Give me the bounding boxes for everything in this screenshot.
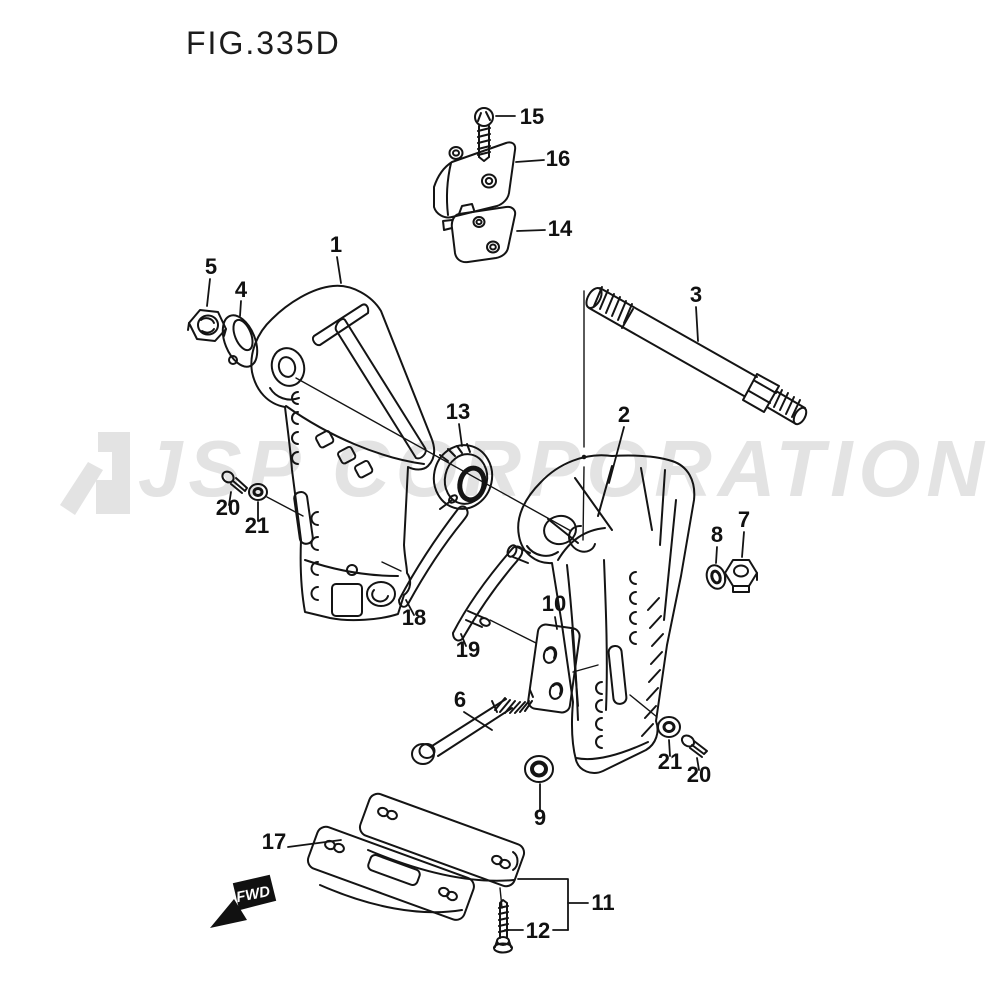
part-callout-5: 5 [205, 254, 217, 279]
part-bracket-16 [433, 141, 517, 219]
part-callout-1: 1 [330, 232, 342, 257]
part-plate-17 [306, 825, 475, 921]
part-clamp-bracket-1 [250, 284, 436, 622]
part-callout-13: 13 [446, 399, 470, 424]
part-callout-6: 6 [454, 687, 466, 712]
part-rod-19 [452, 545, 524, 642]
part-washer-9 [524, 755, 554, 783]
part-callout-12: 12 [526, 918, 550, 943]
part-callout-20: 20 [687, 762, 711, 787]
part-callout-11: 11 [591, 890, 614, 915]
part-callout-15: 15 [520, 104, 544, 129]
part-callout-9: 9 [534, 805, 546, 830]
part-callout-3: 3 [690, 282, 702, 307]
part-callout-21: 21 [658, 749, 682, 774]
fwd-arrowhead [210, 899, 247, 928]
part-bushing-13 [432, 443, 494, 510]
part-nut-7 [724, 559, 758, 593]
part-bolt-6 [411, 689, 534, 765]
part-callout-2: 2 [618, 402, 630, 427]
figure-title: FIG.335D [186, 25, 341, 61]
part-callout-4: 4 [235, 277, 248, 302]
part-screw-20-left [221, 470, 248, 494]
part-washer-21-left [248, 483, 268, 501]
part-nut-5 [187, 309, 227, 342]
part-callout-21: 21 [245, 513, 269, 538]
fwd-flag-body [232, 874, 277, 911]
fwd-direction-flag: FWD [210, 874, 277, 928]
part-callout-7: 7 [738, 507, 750, 532]
part-plate-11 [358, 792, 526, 888]
part-bracket-14 [442, 203, 517, 264]
watermark-logo-mark [60, 462, 103, 515]
part-callout-14: 14 [548, 216, 573, 241]
part-callout-20: 20 [216, 495, 240, 520]
watermark-logo-mark [96, 432, 130, 514]
part-callout-10: 10 [542, 591, 566, 616]
fwd-label: FWD [235, 883, 272, 906]
part-screw-20-right [680, 734, 708, 758]
part-plate-10 [527, 623, 581, 714]
assembly-alignment-lines [266, 290, 658, 909]
part-callout-17: 17 [262, 829, 286, 854]
watermark-text: JSP CORPORATION [138, 424, 990, 513]
part-screw-12 [493, 899, 513, 954]
watermark: JSP CORPORATION [60, 424, 990, 515]
part-callout-19: 19 [456, 637, 480, 662]
part-gasket-4 [221, 314, 259, 368]
leader-lines [206, 115, 745, 931]
part-washer-21-right [657, 716, 681, 738]
part-callout-18: 18 [402, 605, 426, 630]
part-callout-16: 16 [546, 146, 570, 171]
part-callout-8: 8 [711, 522, 723, 547]
part-shaft-3 [585, 286, 808, 426]
